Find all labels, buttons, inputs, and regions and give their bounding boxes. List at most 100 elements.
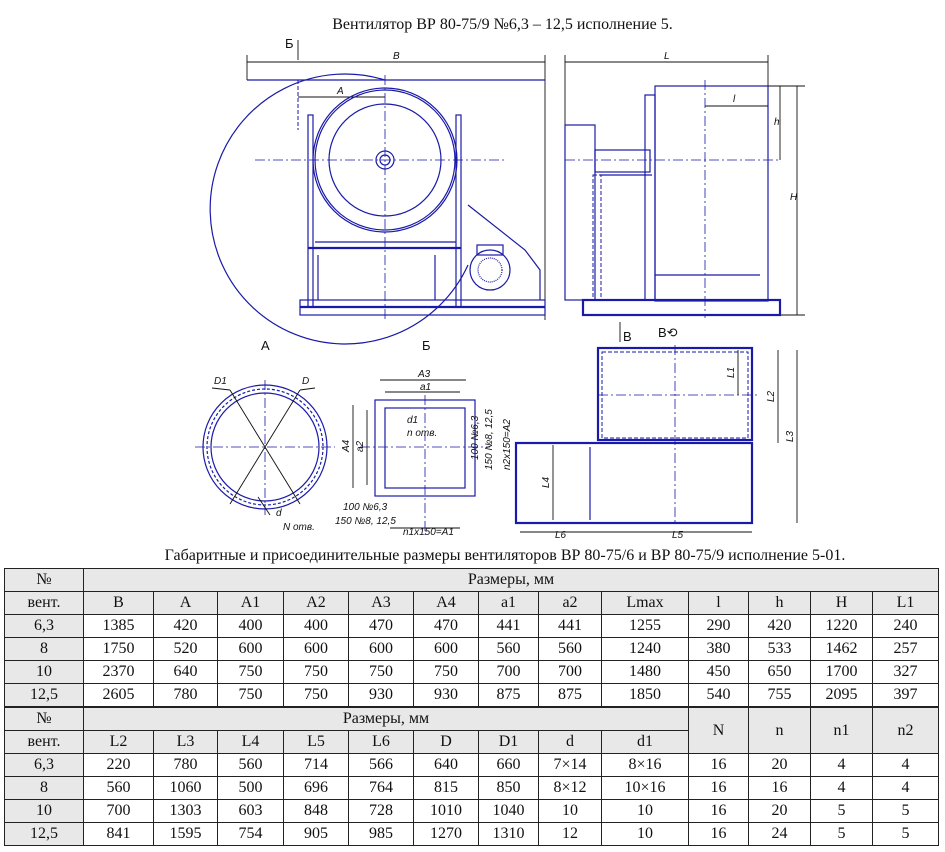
dim-n2: n2x150=A2 <box>502 419 513 470</box>
dim-D1: D1 <box>214 376 227 387</box>
table-cell: 4 <box>872 753 939 777</box>
table-cell: 1240 <box>601 637 689 661</box>
dim-L3: L3 <box>785 430 796 442</box>
fan-number-cell: 8 <box>4 776 84 800</box>
table-cell: 640 <box>413 753 479 777</box>
column-header: n1 <box>810 707 873 754</box>
table-cell: 1462 <box>810 637 873 661</box>
table-cell: 1310 <box>478 822 539 846</box>
label-n-holes: n отв. <box>407 428 437 439</box>
dim-H: H <box>790 192 798 203</box>
table-cell: 10×16 <box>601 776 689 800</box>
dim-100-63-v: 100 №6,3 <box>470 415 481 460</box>
table-cell: 1303 <box>153 799 218 823</box>
table-cell: 520 <box>153 637 218 661</box>
table-cell: 500 <box>217 776 284 800</box>
table-cell: 5 <box>872 822 939 846</box>
dim-A4: A4 <box>341 439 352 453</box>
dim-L5: L5 <box>672 530 684 541</box>
no-header: № <box>4 707 84 731</box>
column-header: L2 <box>83 730 154 754</box>
fan-number-cell: 10 <box>4 660 84 684</box>
table-cell: 5 <box>872 799 939 823</box>
dim-a2: a2 <box>355 440 366 452</box>
table-cell: 850 <box>478 776 539 800</box>
table-cell: 5 <box>810 799 873 823</box>
table-cell: 560 <box>217 753 284 777</box>
table-cell: 600 <box>283 637 349 661</box>
table-cell: 764 <box>348 776 414 800</box>
table-cell: 640 <box>153 660 218 684</box>
table-cell: 841 <box>83 822 154 846</box>
table-cell: 560 <box>83 776 154 800</box>
column-header: A <box>153 591 218 615</box>
table-cell: 1480 <box>601 660 689 684</box>
table-cell: 397 <box>872 683 939 707</box>
group-header: Размеры, мм <box>83 707 689 731</box>
dim-A: A <box>336 86 344 97</box>
column-header: a1 <box>478 591 539 615</box>
arrow-label-b: Б <box>285 36 294 51</box>
table-cell: 7×14 <box>538 753 602 777</box>
table-cell: 650 <box>748 660 811 684</box>
dim-100-63-h: 100 №6,3 <box>343 502 388 513</box>
fan-number-cell: 12,5 <box>4 683 84 707</box>
table-cell: 16 <box>688 822 749 846</box>
dim-L: L <box>664 51 670 62</box>
table-cell: 441 <box>538 614 602 638</box>
arrow-label-v: В <box>623 329 632 344</box>
table-cell: 700 <box>538 660 602 684</box>
dim-150-8-h: 150 №8, 12,5 <box>335 516 396 527</box>
side-view: L l h H В В⟲ <box>564 51 805 344</box>
table-cell: 257 <box>872 637 939 661</box>
table-cell: 2370 <box>83 660 154 684</box>
view-v: L1 L2 L3 L4 L6 L5 <box>514 345 798 541</box>
fan-number-cell: 10 <box>4 799 84 823</box>
table-cell: 1750 <box>83 637 154 661</box>
dim-d1: d1 <box>407 415 418 426</box>
page-title: Вентилятор ВР 80-75/9 №6,3 – 12,5 исполн… <box>332 16 673 33</box>
dim-h: h <box>774 117 780 128</box>
dim-150-8-v: 150 №8, 12,5 <box>484 409 495 470</box>
table-cell: 1850 <box>601 683 689 707</box>
view-label-v-rotated: В⟲ <box>658 325 678 340</box>
dim-L4: L4 <box>541 476 552 488</box>
dim-D: D <box>302 376 309 387</box>
table-cell: 600 <box>413 637 479 661</box>
view-label-b: Б <box>422 338 431 353</box>
table-cell: 560 <box>478 637 539 661</box>
fan-number-cell: 6,3 <box>4 753 84 777</box>
table-cell: 560 <box>538 637 602 661</box>
table-cell: 600 <box>217 637 284 661</box>
column-header: L4 <box>217 730 284 754</box>
vent-header: вент. <box>4 591 84 615</box>
table-cell: 1040 <box>478 799 539 823</box>
table-cell: 566 <box>348 753 414 777</box>
table-cell: 420 <box>153 614 218 638</box>
section-b: Б A3 a1 d1 n отв. A4 a2 100 №6,3 150 №8,… <box>335 338 513 538</box>
table-cell: 240 <box>872 614 939 638</box>
table-cell: 12 <box>538 822 602 846</box>
table-cell: 290 <box>688 614 749 638</box>
front-view: B Б A <box>209 36 546 345</box>
table-cell: 905 <box>283 822 349 846</box>
table-cell: 5 <box>810 822 873 846</box>
column-header: B <box>83 591 154 615</box>
dim-A3: A3 <box>417 369 431 380</box>
table-cell: 755 <box>748 683 811 707</box>
column-header: H <box>810 591 873 615</box>
table-cell: 16 <box>688 776 749 800</box>
group-header: Размеры, мм <box>83 568 939 592</box>
table-cell: 848 <box>283 799 349 823</box>
table-cell: 696 <box>283 776 349 800</box>
table-cell: 20 <box>748 753 811 777</box>
dim-L2: L2 <box>766 390 777 402</box>
table-cell: 327 <box>872 660 939 684</box>
table-cell: 220 <box>83 753 154 777</box>
